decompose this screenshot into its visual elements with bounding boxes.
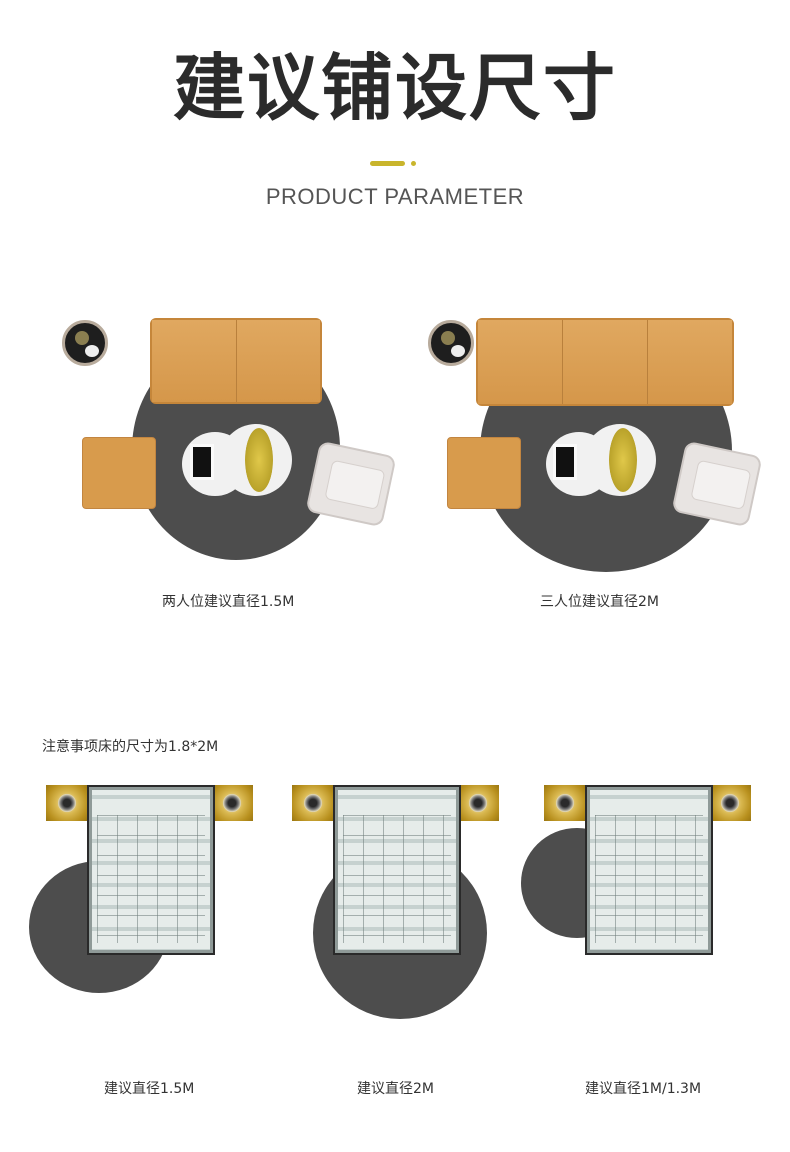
three-seat-sofa	[476, 318, 734, 406]
lamp-icon	[223, 794, 241, 812]
bed-caption-2: 建议直径2M	[357, 1081, 434, 1097]
bed-layout-1	[20, 775, 270, 1005]
bed-layout-3	[515, 775, 765, 975]
lamp-icon	[469, 794, 487, 812]
bed	[333, 785, 461, 955]
nightstand-left	[46, 785, 88, 821]
sofa-caption-two-seat: 两人位建议直径1.5M	[162, 594, 295, 610]
bed	[585, 785, 713, 955]
page-title: 建议铺设尺寸	[172, 46, 617, 130]
bed-caption-1: 建议直径1.5M	[104, 1081, 195, 1097]
nightstand-right	[709, 785, 751, 821]
nightstand-right	[211, 785, 253, 821]
nightstand-left	[544, 785, 586, 821]
lamp-icon	[721, 794, 739, 812]
bed-size-note: 注意事项床的尺寸为1.8*2M	[42, 739, 219, 755]
accent-divider-dot	[411, 161, 416, 166]
sofa-layout-two-seat	[50, 300, 410, 580]
accent-divider-line	[370, 161, 405, 166]
lamp-icon	[58, 794, 76, 812]
nightstand-left	[292, 785, 334, 821]
flower-decor-icon	[245, 428, 273, 492]
sofa-caption-three-seat: 三人位建议直径2M	[540, 594, 659, 610]
side-table-icon	[62, 320, 108, 366]
ottoman	[447, 437, 521, 509]
side-table-icon	[428, 320, 474, 366]
nightstand-right	[457, 785, 499, 821]
ottoman	[82, 437, 156, 509]
tray	[553, 444, 577, 480]
tray	[190, 444, 214, 480]
sofa-layout-three-seat	[410, 300, 780, 590]
lamp-icon	[304, 794, 322, 812]
lamp-icon	[556, 794, 574, 812]
flower-decor-icon	[609, 428, 637, 492]
bed-layout-2	[285, 775, 515, 1025]
bed-caption-3: 建议直径1M/1.3M	[585, 1081, 702, 1097]
page-subtitle: PRODUCT PARAMETER	[265, 184, 525, 209]
two-seat-sofa	[150, 318, 322, 404]
bed	[87, 785, 215, 955]
